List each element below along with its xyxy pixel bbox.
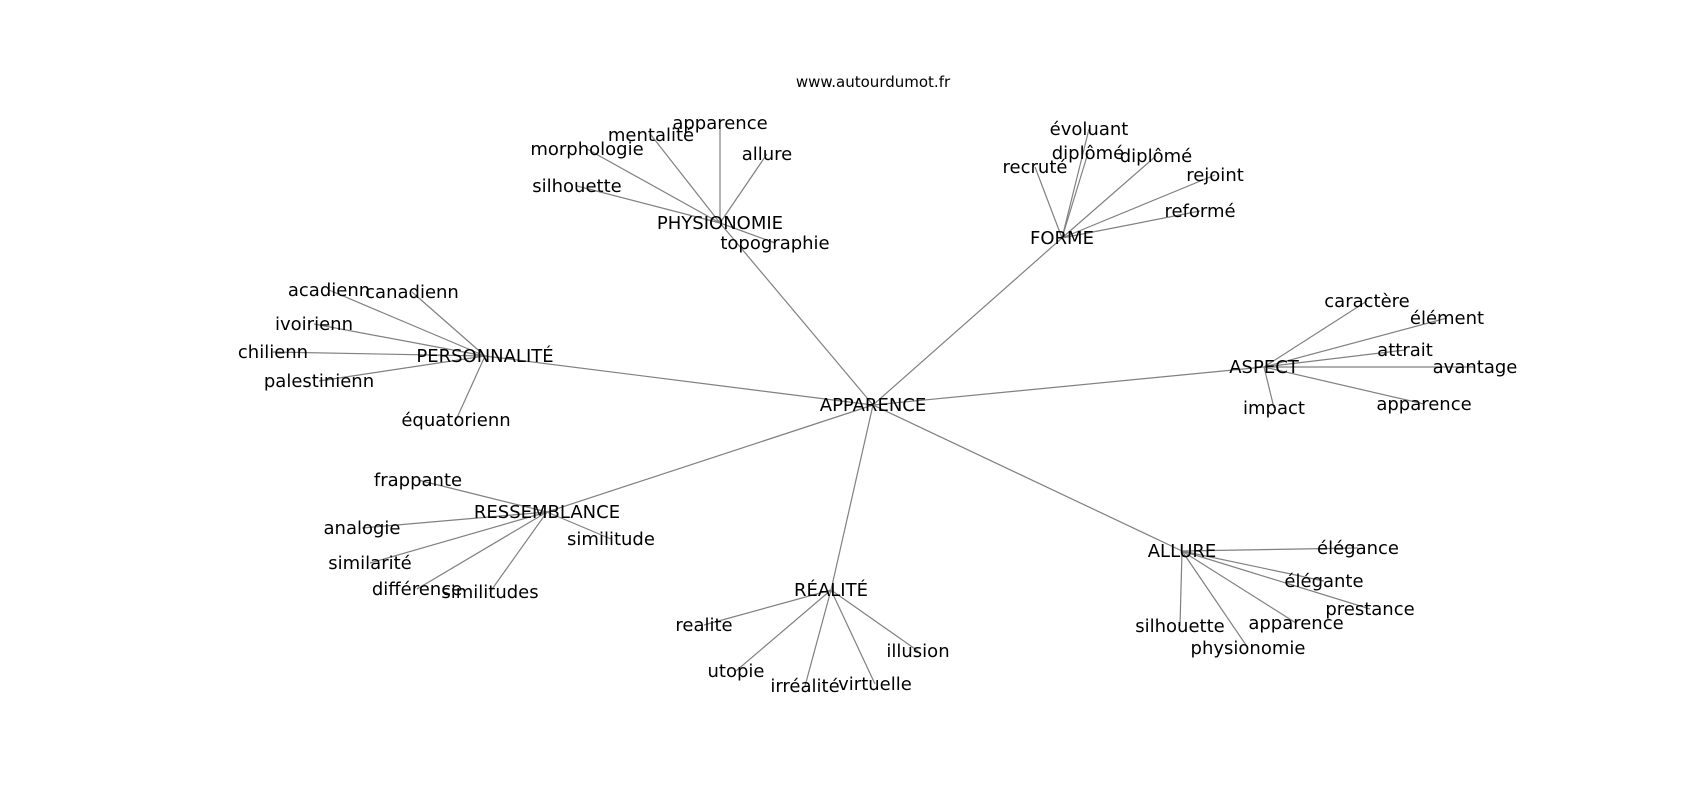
- word-label-physionomie-1: mentalité: [608, 125, 694, 146]
- edge-ressemblance-1: [361, 511, 548, 529]
- edge-personnalite-2: [313, 323, 486, 357]
- word-label-ressemblance-4: différence: [372, 579, 462, 600]
- edge-allure-0: [1181, 547, 1359, 552]
- edge-allure-4: [1179, 550, 1183, 627]
- word-label-allure-0: élégance: [1317, 538, 1399, 559]
- edge-allure-5: [1181, 550, 1249, 649]
- edge-forme-4: [1061, 174, 1216, 239]
- edge-aspect-1: [1263, 317, 1448, 368]
- word-label-aspect-2: attrait: [1377, 340, 1433, 361]
- word-label-forme-4: rejoint: [1186, 165, 1244, 186]
- word-label-realite-0: realite: [675, 615, 732, 636]
- edge-aspect-0: [1263, 300, 1368, 368]
- word-label-ressemblance-2: similitude: [567, 529, 655, 550]
- edge-allure-3: [1181, 550, 1297, 624]
- word-label-ressemblance-1: analogie: [324, 518, 401, 539]
- edge-allure-1: [1181, 550, 1325, 582]
- edge-root-ressemblance: [546, 404, 874, 513]
- source-url: www.autourdumot.fr: [796, 73, 951, 91]
- edge-realite-2: [735, 589, 832, 672]
- edge-aspect-5: [1263, 366, 1275, 409]
- edge-realite-1: [830, 589, 919, 652]
- hub-label-personnalite: PERSONNALITÉ: [416, 345, 553, 367]
- word-label-ressemblance-5: similitudes: [441, 582, 538, 603]
- word-label-aspect-5: impact: [1243, 398, 1305, 419]
- edge-personnalite-3: [272, 351, 486, 357]
- edge-realite-4: [830, 589, 876, 685]
- word-label-personnalite-0: acadienn: [288, 280, 370, 301]
- edge-forme-1: [1061, 152, 1089, 239]
- edge-ressemblance-3: [369, 511, 548, 564]
- word-label-aspect-1: élément: [1410, 308, 1484, 329]
- hub-label-forme: FORME: [1030, 228, 1094, 249]
- word-label-realite-2: utopie: [708, 661, 765, 682]
- edge-realite-0: [703, 589, 832, 626]
- edge-root-physionomie: [719, 222, 874, 406]
- word-label-forme-1: diplômé: [1052, 143, 1124, 164]
- word-label-forme-3: recruté: [1003, 157, 1068, 178]
- edge-aspect-4: [1263, 366, 1425, 405]
- word-label-aspect-3: avantage: [1433, 357, 1518, 378]
- edge-forme-5: [1061, 210, 1201, 239]
- hub-label-realite: RÉALITÉ: [794, 579, 868, 601]
- edge-root-allure: [872, 404, 1183, 552]
- word-label-realite-1: illusion: [886, 641, 949, 662]
- labels: www.autourdumot.fr APPARENCE PHYSIONOMIE a…: [238, 73, 1517, 697]
- edge-aspect-2: [1263, 349, 1406, 368]
- word-label-aspect-0: caractère: [1324, 291, 1409, 312]
- word-label-personnalite-2: ivoirienn: [275, 314, 353, 335]
- edge-personnalite-1: [411, 291, 486, 357]
- edge-root-forme: [872, 237, 1063, 406]
- edge-personnalite-4: [318, 355, 486, 382]
- word-label-physionomie-0: apparence: [672, 113, 767, 134]
- edge-ressemblance-2: [546, 511, 612, 540]
- edge-allure-2: [1181, 550, 1371, 610]
- word-label-forme-5: reformé: [1164, 201, 1235, 222]
- word-label-ressemblance-3: similarité: [328, 553, 411, 574]
- edge-personnalite-0: [328, 289, 486, 357]
- edge-physionomie-3: [719, 153, 768, 224]
- edge-root-aspect: [872, 366, 1265, 406]
- word-label-allure-4: silhouette: [1135, 616, 1224, 637]
- word-label-physionomie-3: allure: [742, 144, 793, 165]
- edge-personnalite-5: [455, 355, 486, 421]
- edge-forme-0: [1061, 128, 1090, 239]
- word-label-personnalite-1: canadienn: [365, 282, 459, 303]
- word-label-forme-2: diplômé: [1120, 146, 1192, 167]
- word-label-realite-3: irréalité: [770, 676, 839, 697]
- word-label-physionomie-4: silhouette: [532, 176, 621, 197]
- word-label-forme-0: évoluant: [1050, 119, 1129, 140]
- edge-ressemblance-0: [417, 479, 548, 513]
- edge-ressemblance-5: [489, 511, 548, 593]
- word-label-ressemblance-0: frappante: [374, 470, 462, 491]
- edge-forme-3: [1034, 166, 1063, 239]
- edge-forme-2: [1061, 155, 1157, 239]
- word-label-physionomie-5: topographie: [720, 233, 829, 254]
- word-label-allure-1: élégante: [1284, 571, 1363, 592]
- word-label-personnalite-4: palestinienn: [264, 371, 374, 392]
- root-word-label: APPARENCE: [820, 395, 926, 416]
- word-label-allure-3: apparence: [1248, 613, 1343, 634]
- edges: [272, 123, 1475, 687]
- edge-physionomie-2: [586, 148, 721, 224]
- edge-physionomie-4: [576, 185, 721, 224]
- edge-realite-3: [804, 589, 832, 687]
- hub-label-ressemblance: RESSEMBLANCE: [474, 502, 620, 523]
- edge-root-personnalite: [484, 355, 874, 406]
- word-label-physionomie-2: morphologie: [530, 139, 643, 160]
- edge-ressemblance-4: [416, 511, 548, 590]
- hub-label-aspect: ASPECT: [1229, 357, 1300, 378]
- word-label-realite-4: virtuelle: [838, 674, 912, 695]
- word-label-aspect-4: apparence: [1376, 394, 1471, 415]
- hub-label-allure: ALLURE: [1148, 541, 1217, 562]
- hub-label-physionomie: PHYSIONOMIE: [657, 213, 783, 234]
- word-label-allure-2: prestance: [1325, 599, 1414, 620]
- edge-physionomie-1: [650, 134, 721, 224]
- edge-physionomie-5: [719, 222, 776, 244]
- word-label-personnalite-3: chilienn: [238, 342, 308, 363]
- word-label-allure-5: physionomie: [1191, 638, 1306, 659]
- edge-root-realite: [830, 404, 874, 591]
- word-label-personnalite-5: équatorienn: [401, 410, 510, 431]
